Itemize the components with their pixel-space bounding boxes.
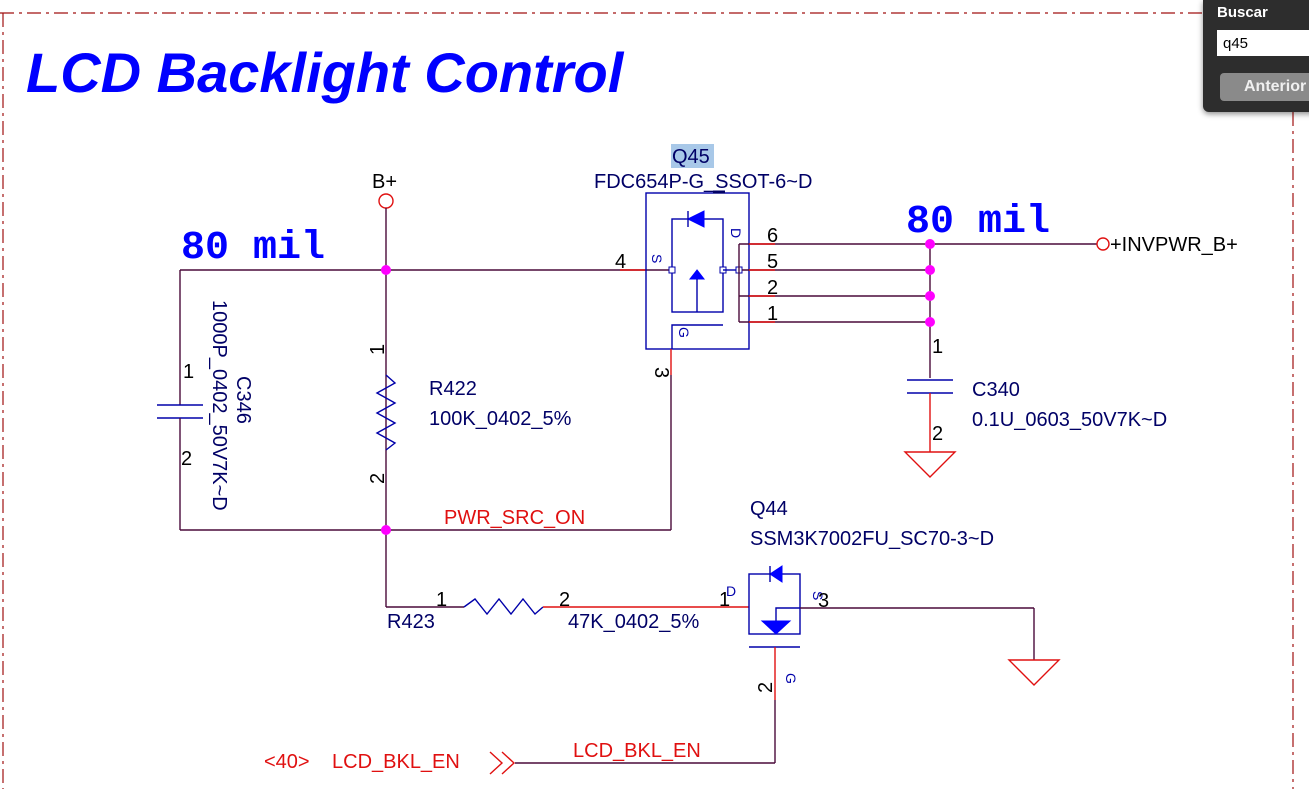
find-panel-title: Buscar [1217,4,1268,21]
trace-width-label-right: 80 mil [906,200,1050,245]
q44-source-label: S [810,591,826,600]
q45-pin-4: 4 [615,251,626,273]
q45-pin-2: 2 [767,277,778,299]
junction-b-plus [381,265,391,275]
b-plus-port-label: B+ [372,171,397,193]
junction-invpwr-1 [925,239,935,249]
r422-ref: R422 [429,378,477,400]
r423-value: 47K_0402_5% [568,611,699,633]
c346-pin-2: 2 [181,448,192,470]
q45-value: FDC654P-G_SSOT-6~D [594,171,812,193]
trace-width-label-left: 80 mil [181,226,325,271]
q44-ground-icon [1007,659,1061,686]
q45-pin-6: 6 [767,225,778,247]
pwr-src-on-net-label: PWR_SRC_ON [444,507,585,529]
r423-ref: R423 [387,611,435,633]
c346-ref: C346 [232,376,254,424]
q45-channel-arrow-icon [688,269,706,280]
q45-gate-label: G [676,327,692,338]
invpwr-port-label: +INVPWR_B+ [1110,234,1238,256]
q45-drain-label: D [728,228,744,238]
q44-pin-1: 1 [719,589,730,611]
offpage-signal-label: LCD_BKL_EN [332,751,460,773]
q44-body-diode-icon [769,565,783,583]
r423-pin-1: 1 [436,589,447,611]
schematic-title: LCD Backlight Control [26,41,625,104]
q45-body-diode-icon [686,210,705,228]
q44-pin-2: 2 [755,682,777,693]
q45-pin-1: 1 [767,303,778,325]
q44-channel-arrow-icon [760,620,792,635]
find-previous-button[interactable]: Anterior [1220,73,1309,101]
q44-gate-label: G [783,673,799,684]
lcd-bkl-en-net-label: LCD_BKL_EN [573,740,701,762]
q45-ref: Q45 [672,146,710,168]
r422-pin-1: 1 [367,344,389,355]
c340-pin-1: 1 [932,336,943,358]
q44-drain-label: D [726,583,736,599]
c340-pin-2: 2 [932,423,943,445]
r422-pin-2: 2 [367,473,389,484]
find-panel: Buscar Anterior [1203,0,1309,112]
junction-invpwr-4 [925,317,935,327]
c346-value: 1000P_0402_50V7K~D [208,300,230,511]
r423-pin-2: 2 [559,589,570,611]
q45-source-label: S [649,254,665,263]
offpage-page-ref[interactable]: <40> [264,751,310,773]
junction-pwr-src-on [381,525,391,535]
c346-pin-1: 1 [183,361,194,383]
r423-resistor-symbol [463,597,544,616]
junction-invpwr-3 [925,291,935,301]
r422-resistor-symbol [375,374,397,451]
find-search-input[interactable] [1217,30,1309,56]
invpwr-port-symbol[interactable] [1096,237,1110,251]
offpage-connector-icon [489,751,504,775]
search-highlight [671,144,714,168]
c340-value: 0.1U_0603_50V7K~D [972,409,1167,431]
junction-invpwr-2 [925,265,935,275]
q44-ref: Q44 [750,498,788,520]
q45-pin-5: 5 [767,251,778,273]
q44-pin-3: 3 [818,590,829,612]
q44-value: SSM3K7002FU_SC70-3~D [750,528,994,550]
q45-body[interactable] [645,192,750,350]
b-plus-port-symbol[interactable] [378,193,394,209]
r422-value: 100K_0402_5% [429,408,572,430]
c340-ref: C340 [972,379,1020,401]
c340-ground-icon [903,451,957,478]
q45-pin-3: 3 [650,367,672,378]
